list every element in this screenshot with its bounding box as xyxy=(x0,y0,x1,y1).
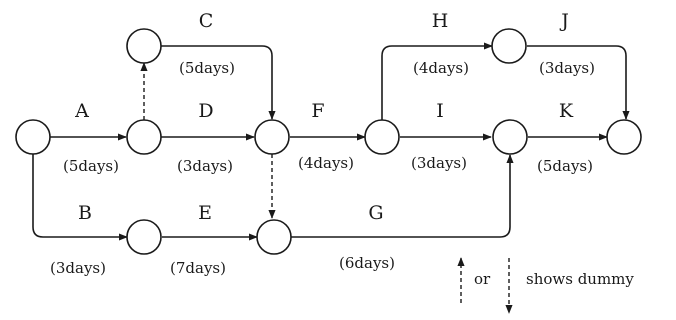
edge-H xyxy=(381,42,493,120)
label-A: A xyxy=(74,100,89,122)
label-G: G xyxy=(368,202,383,224)
duration-C: (5days) xyxy=(179,59,235,77)
node-6 xyxy=(256,219,292,255)
label-C: C xyxy=(199,10,214,32)
label-F: F xyxy=(311,100,324,122)
duration-K: (5days) xyxy=(537,157,593,175)
label-H: H xyxy=(432,10,449,32)
legend: or shows dummy xyxy=(457,257,634,314)
label-K: K xyxy=(559,100,574,122)
duration-G: (6days) xyxy=(339,254,395,272)
node-4 xyxy=(126,219,162,255)
edge-G xyxy=(291,154,514,238)
label-E: E xyxy=(198,202,212,224)
duration-I: (3days) xyxy=(411,154,467,172)
edge-J xyxy=(527,45,630,120)
node-1 xyxy=(15,119,51,155)
node-8 xyxy=(491,28,527,64)
duration-E: (7days) xyxy=(170,259,226,277)
label-I: I xyxy=(436,100,444,122)
node-3 xyxy=(126,119,162,155)
label-B: B xyxy=(78,202,92,224)
edge-B xyxy=(32,154,128,241)
legend-text: shows dummy xyxy=(526,270,634,288)
duration-A: (5days) xyxy=(63,157,119,175)
node-2 xyxy=(126,28,162,64)
legend-or: or xyxy=(474,270,491,288)
duration-J: (3days) xyxy=(539,59,595,77)
label-J: J xyxy=(559,10,569,32)
duration-F: (4days) xyxy=(298,154,354,172)
node-7 xyxy=(364,119,400,155)
duration-B: (3days) xyxy=(50,259,106,277)
duration-D: (3days) xyxy=(177,157,233,175)
edge-C xyxy=(161,45,276,120)
label-D: D xyxy=(198,100,213,122)
duration-H: (4days) xyxy=(413,59,469,77)
node-5 xyxy=(254,119,290,155)
node-10 xyxy=(606,119,642,155)
node-9 xyxy=(492,119,528,155)
